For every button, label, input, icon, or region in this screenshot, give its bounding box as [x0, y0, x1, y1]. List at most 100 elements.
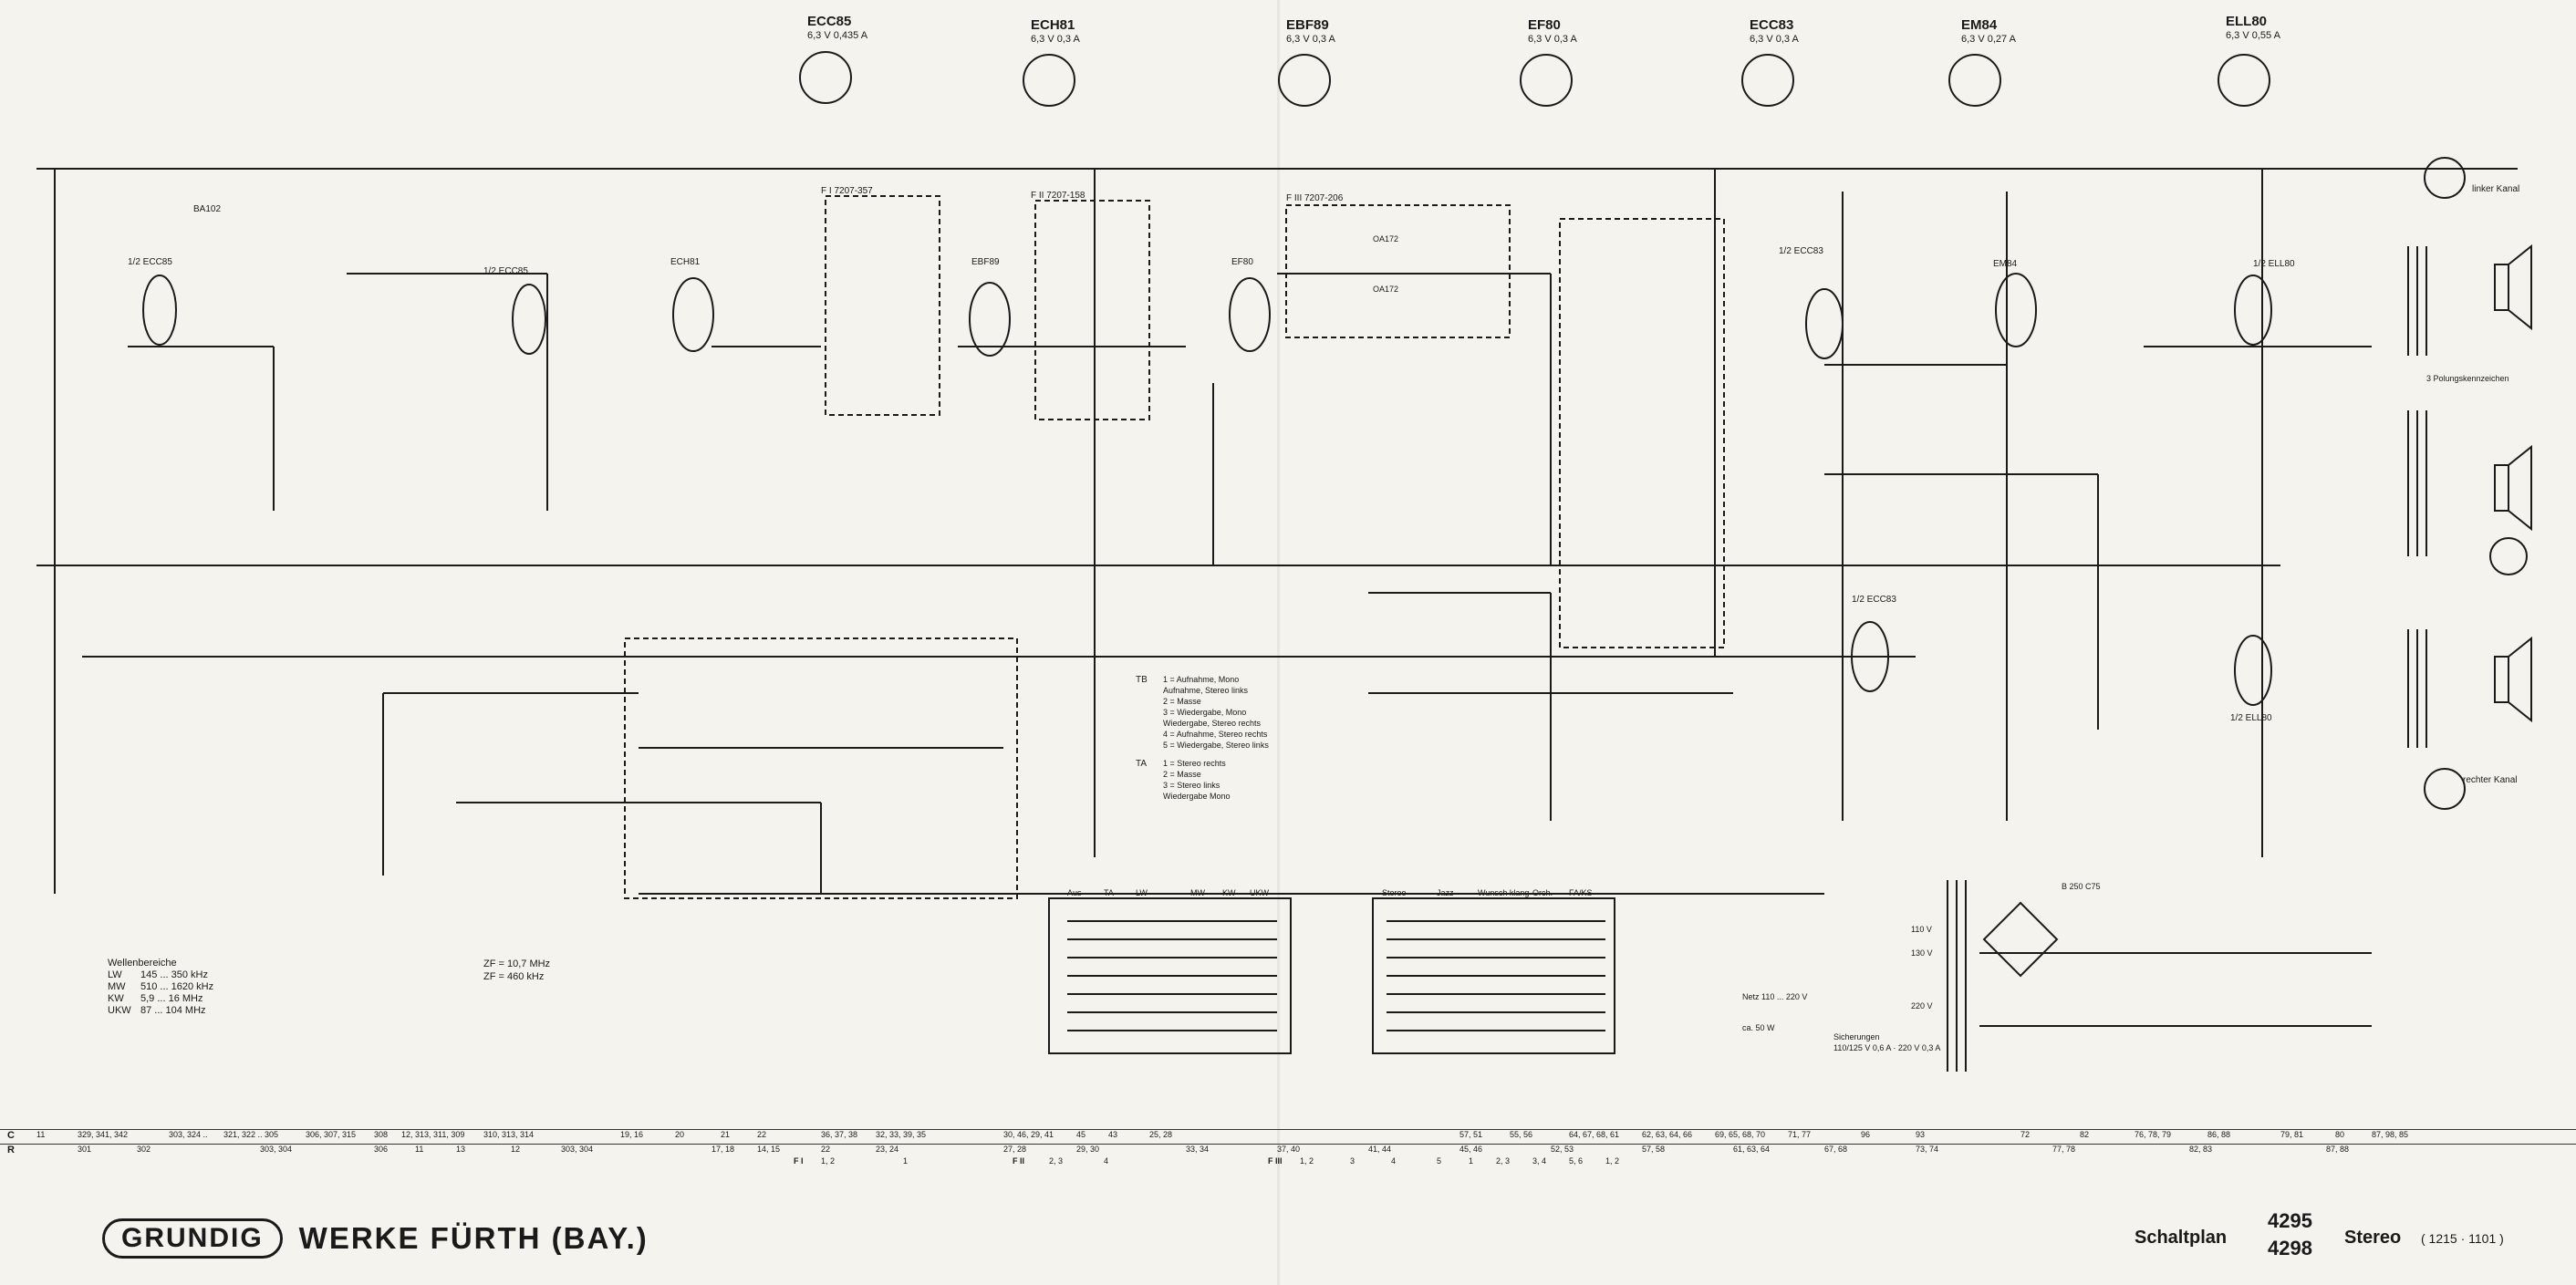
netz-label: Netz 110 ... 220 V [1742, 992, 1807, 1001]
switch-label: Stereo [1382, 888, 1407, 897]
switch-label: Wunsch klang [1478, 888, 1529, 897]
stage-label: 1/2 ELL80 [2230, 713, 2272, 723]
tube-spec: 6,3 V 0,3 A [1286, 34, 1335, 45]
jack-line: 1 = Stereo rechts [1163, 759, 1226, 768]
tube-spec: 6,3 V 0,435 A [807, 30, 868, 41]
tube-spec: 6,3 V 0,55 A [2226, 30, 2281, 41]
jack-line: 2 = Masse [1163, 770, 1201, 779]
jack-title: TB [1136, 675, 1148, 685]
output-transformer-left [2407, 246, 2427, 356]
tube-spec: 6,3 V 0,3 A [1528, 34, 1577, 45]
plan-model-2: 4298 [2268, 1237, 2312, 1259]
r-row-label: R [7, 1145, 15, 1155]
stage-label: ECH81 [670, 257, 701, 267]
stage-label: 1/2 ECC83 [1852, 595, 1896, 605]
jack-line: 2 = Masse [1163, 697, 1201, 706]
waveband-title: Wellenbereiche [108, 958, 177, 969]
filter-reference-row: F I 1, 2 1 F II 2, 3 4 F III 1, 2 3 4 5 … [794, 1156, 1620, 1166]
plan-label: Schaltplan [2135, 1228, 2228, 1248]
jack-line: Wiedergabe Mono [1163, 792, 1231, 801]
stage-label: 1/2 ECC85 [128, 257, 172, 267]
fuses-label: Sicherungen [1833, 1032, 1880, 1041]
band-switch-matrix [1048, 897, 1292, 1054]
filter-box-fii [1034, 200, 1150, 420]
tube-spec: 6,3 V 0,3 A [1031, 34, 1080, 45]
filter-box-fiii [1285, 204, 1511, 338]
page-fold [1277, 0, 1280, 1285]
tube-envelopes [142, 273, 2272, 706]
stage-label: EM84 [1993, 259, 2018, 269]
speaker-symbols [2424, 157, 2532, 810]
filter-label-fiii: F III 7207-206 [1286, 193, 1344, 203]
if-fm: ZF = 10,7 MHz [483, 959, 551, 969]
switch-label: MW [1190, 888, 1205, 897]
am-box [624, 637, 1018, 899]
plan-model-1: 4295 [2268, 1209, 2312, 1232]
tube-name: EM84 [1961, 17, 1998, 33]
tube-name: EF80 [1528, 17, 1561, 33]
jack-line: 1 = Aufnahme, Mono [1163, 675, 1239, 684]
switch-label: KW [1222, 888, 1236, 897]
filter-label-fi: F I 7207-357 [821, 186, 873, 196]
jack-line: Aufnahme, Stereo links [1163, 686, 1249, 695]
tube-spec: 6,3 V 0,3 A [1750, 34, 1799, 45]
tone-switch-matrix [1372, 897, 1615, 1054]
stage-label: 1/2 ECC83 [1779, 246, 1823, 256]
jack-title: TA [1136, 759, 1147, 769]
output-transformer-mid [2407, 410, 2427, 556]
mains-voltage: 130 V [1911, 948, 1933, 958]
tube-name: ELL80 [2226, 14, 2267, 29]
switch-label: TA [1104, 888, 1114, 897]
switch-label: FA/KS [1569, 888, 1593, 897]
left-channel-label: linker Kanal [2472, 184, 2519, 194]
jack-line: 3 = Stereo links [1163, 781, 1220, 790]
stage-label: 1/2 ELL80 [2253, 259, 2295, 269]
rectifier-label: B 250 C75 [2062, 882, 2101, 891]
stage-label: 1/2 ECC85 [483, 266, 528, 276]
brand-works: WERKE FÜRTH (BAY.) [298, 1221, 649, 1255]
filter-box-fi [825, 195, 940, 416]
polarity-label: 3 Polungskennzeichen [2426, 374, 2509, 383]
switch-label: Aus [1067, 888, 1082, 897]
bridge-rectifier [1982, 901, 2059, 978]
plan-code: ( 1215 · 1101 ) [2421, 1231, 2504, 1246]
jack-line: 3 = Wiedergabe, Mono [1163, 708, 1246, 717]
tube-name: ECC83 [1750, 17, 1793, 33]
power-label: ca. 50 W [1742, 1023, 1775, 1032]
brand-logo: GRUNDIG [102, 1218, 283, 1259]
switch-label: Jazz [1437, 888, 1454, 897]
diode-label: OA172 [1373, 285, 1398, 294]
jack-line: 4 = Aufnahme, Stereo rechts [1163, 730, 1268, 739]
c-row-label: C [7, 1130, 15, 1141]
tube-spec: 6,3 V 0,27 A [1961, 34, 2017, 45]
filter-label-fii: F II 7207-158 [1031, 191, 1085, 201]
if-am: ZF = 460 kHz [483, 971, 545, 982]
tube-name: EBF89 [1286, 17, 1329, 33]
output-transformer-right [2407, 629, 2427, 748]
stage-label: EBF89 [971, 257, 1000, 267]
position-reference-strip: C 11 329, 341, 342 303, 324 .. 321, 322 … [0, 1129, 2576, 1167]
c-reference-row: C 11 329, 341, 342 303, 324 .. 321, 322 … [0, 1129, 2576, 1145]
if-frequencies: ZF = 10,7 MHz ZF = 460 kHz [483, 958, 550, 983]
switch-label: LW [1136, 888, 1148, 897]
jack-line: 5 = Wiedergabe, Stereo links [1163, 741, 1269, 750]
mains-voltage: 220 V [1911, 1001, 1933, 1010]
diode-label: OA172 [1373, 234, 1398, 244]
fuse-spec: 110/125 V 0,6 A · 220 V 0,3 A [1833, 1043, 1940, 1052]
mains-voltage: 110 V [1911, 925, 1932, 934]
pin-diagrams [799, 51, 2270, 107]
